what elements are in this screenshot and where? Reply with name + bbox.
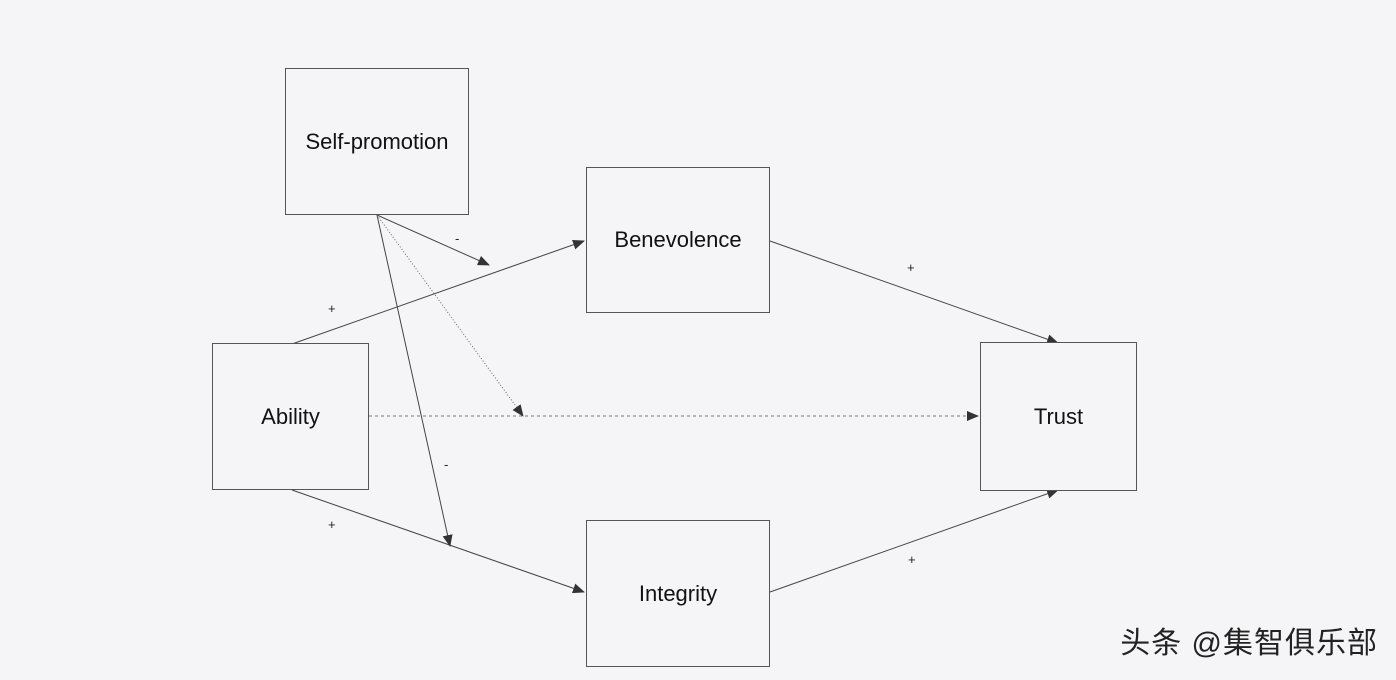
- sign-benevolence-to-trust: +: [907, 260, 915, 275]
- arrow-ability-to-integrity: [291, 489, 585, 594]
- arrow-self-promotion-to-benevolence-path: [376, 214, 490, 266]
- sign-integrity-to-trust: +: [908, 552, 916, 567]
- node-integrity: Integrity: [586, 520, 770, 667]
- arrow-ability-to-benevolence: [291, 239, 585, 345]
- arrow-benevolence-to-trust: [769, 240, 1059, 345]
- watermark-text: 头条 @集智俱乐部: [1120, 627, 1378, 660]
- node-benevolence: Benevolence: [586, 167, 770, 313]
- arrow-integrity-to-trust: [769, 488, 1059, 593]
- arrow-self-promotion-to-integrity-path: [376, 214, 453, 547]
- sign-ability-to-integrity: +: [328, 517, 336, 532]
- sign-ability-to-benevolence: +: [328, 301, 336, 316]
- arrow-self-promotion-to-direct-path: [376, 214, 524, 417]
- node-trust: Trust: [980, 342, 1137, 491]
- node-self-promotion: Self-promotion: [285, 68, 469, 215]
- sign-self-promotion-to-benevolence-path: -: [455, 231, 460, 246]
- sign-self-promotion-to-integrity-path: -: [444, 457, 449, 472]
- node-ability: Ability: [212, 343, 369, 490]
